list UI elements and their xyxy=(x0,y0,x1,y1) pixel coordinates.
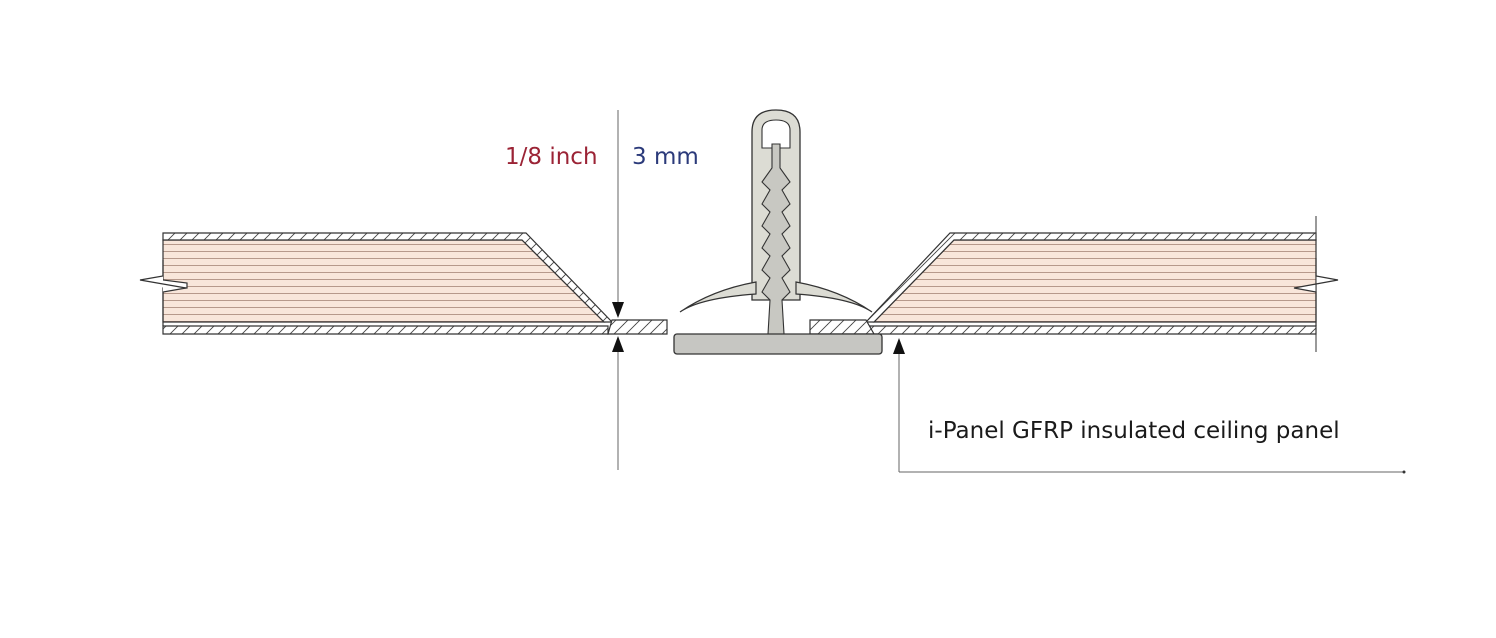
right-panel xyxy=(809,216,1339,352)
spline-right-wing xyxy=(795,281,873,313)
callout-arrow xyxy=(893,338,905,354)
right-panel-bottom-skin xyxy=(869,325,1317,335)
left-panel-top-skin xyxy=(162,232,614,323)
dimension-marker xyxy=(612,110,624,470)
dimension-metric-label: 3 mm xyxy=(632,144,699,170)
left-panel-flange xyxy=(607,319,668,335)
dimension-imperial-label: 1/8 inch xyxy=(505,144,598,170)
spline-left-wing xyxy=(679,281,757,313)
tbar-spline xyxy=(673,109,883,355)
panel-callout-label: i-Panel GFRP insulated ceiling panel xyxy=(928,418,1340,444)
dimension-lower-arrow xyxy=(612,336,624,352)
panel-callout-leader xyxy=(893,338,1406,474)
left-panel-bottom-skin xyxy=(162,325,609,335)
tbar-flange xyxy=(673,333,883,355)
dimension-upper-arrow xyxy=(612,302,624,318)
left-panel xyxy=(139,232,668,335)
right-panel-flange xyxy=(809,319,876,335)
spline-inner xyxy=(761,119,791,149)
left-panel-break-line xyxy=(139,260,187,326)
